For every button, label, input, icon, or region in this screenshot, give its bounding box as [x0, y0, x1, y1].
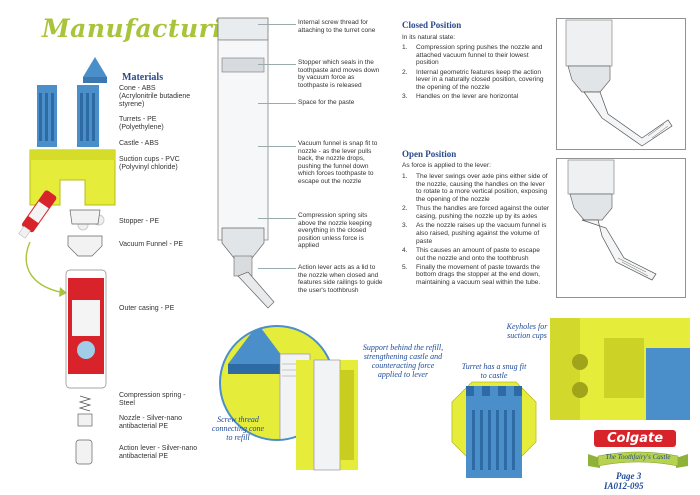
- annotation-space: Space for the paste: [298, 99, 355, 106]
- colgate-logo: Colgate: [594, 430, 676, 447]
- annotation-funnel: Vacuum funnel is snap fit to nozzle - as…: [298, 140, 378, 185]
- materials-heading: Materials: [122, 72, 164, 83]
- material-note: (Acrylonitrile butadiene styrene): [119, 93, 191, 108]
- open-steps-list: 1.The lever swings over axle pins either…: [402, 173, 550, 288]
- list-item: 1.Compression spring pushes the nozzle a…: [402, 44, 543, 67]
- part-casing: Outer casing - PE: [119, 305, 175, 312]
- annotation-lever: Action lever acts as a lid to the nozzle…: [298, 264, 383, 294]
- refill-cross-section: [217, 17, 275, 309]
- material-name: Suction cups - PVC: [119, 156, 180, 163]
- material-note: (Polyethylene): [119, 124, 164, 131]
- part-funnel: Vacuum Funnel - PE: [119, 241, 184, 248]
- turret-detail: [451, 381, 537, 478]
- annotation-stopper: Stopper which seals in the toothpaste an…: [298, 59, 380, 89]
- material-name: Cone - ABS: [119, 85, 156, 92]
- closed-intro: In its natural state:: [402, 34, 456, 41]
- material-turrets: Turrets - PE (Polyethylene): [119, 116, 199, 132]
- part-lever: Action lever - Silver-nano antibacterial…: [119, 445, 198, 460]
- list-item: 2.Thus the handles are forced against th…: [402, 205, 550, 221]
- toothpaste-tube-illustration: [18, 190, 57, 239]
- open-position-heading: Open Position: [402, 149, 457, 159]
- list-item: 1.The lever swings over axle pins either…: [402, 173, 548, 204]
- callout-support: Support behind the refill, strengthening…: [362, 343, 444, 379]
- closed-position-heading: Closed Position: [402, 20, 462, 30]
- refill-parts-illustration: [65, 209, 107, 465]
- list-item: 3.Handles on the lever are horizontal: [402, 93, 519, 101]
- list-item: 4.This causes an amount of paste to esca…: [402, 246, 540, 262]
- material-name: Castle - ABS: [119, 140, 159, 147]
- keyholes-detail: [550, 318, 690, 420]
- leader-line: [258, 268, 296, 269]
- material-suction-cups: Suction cups - PVC (Polyvinyl chloride): [119, 156, 199, 172]
- part-spring: Compression spring - Steel: [119, 392, 186, 407]
- leader-line: [258, 146, 296, 147]
- process-arrow-icon: [25, 241, 67, 297]
- list-item: 3.As the nozzle raises up the vacuum fun…: [402, 222, 547, 245]
- annotation-spring: Compression spring sits above the nozzle…: [298, 212, 372, 250]
- castle-exploded-illustration: [29, 57, 116, 231]
- colgate-logo-text: Colgate: [606, 431, 664, 446]
- material-castle: Castle - ABS: [119, 140, 199, 148]
- callout-turret: Turret has a snug fit to castle: [461, 362, 527, 380]
- leader-line: [258, 24, 296, 25]
- list-item: 5.Finally the movement of paste towards …: [402, 263, 541, 287]
- part-nozzle: Nozzle - Silver-nano antibacterial PE: [119, 415, 183, 430]
- material-note: (Polyvinyl chloride): [119, 164, 178, 171]
- part-stopper: Stopper - PE: [119, 218, 160, 225]
- document-code: IA012-095: [604, 481, 644, 491]
- leader-line: [258, 218, 296, 219]
- callout-keyholes: Keyholes for suction cups: [506, 322, 548, 340]
- open-position-diagram: [556, 158, 686, 298]
- leader-line: [258, 64, 296, 65]
- page-number: Page 3: [616, 471, 642, 481]
- banner-text: The Toothfairy's Castle: [605, 453, 671, 461]
- material-cone: Cone - ABS (Acrylonitrile butadiene styr…: [119, 85, 199, 109]
- leader-line: [258, 103, 296, 104]
- annotation-thread: Internal screw thread for attaching to t…: [298, 19, 376, 34]
- list-item: 2.Internal geometric features keep the a…: [402, 68, 544, 92]
- support-cross-section: [296, 359, 358, 471]
- open-intro: As force is applied to the lever:: [402, 162, 491, 169]
- material-name: Turrets - PE: [119, 116, 157, 123]
- banner-ribbon-icon: [588, 451, 688, 468]
- callout-screw: Screw thread connecting cone to refill: [211, 415, 265, 442]
- closed-steps-list: 1.Compression spring pushes the nozzle a…: [402, 44, 550, 102]
- closed-position-diagram: [556, 18, 686, 150]
